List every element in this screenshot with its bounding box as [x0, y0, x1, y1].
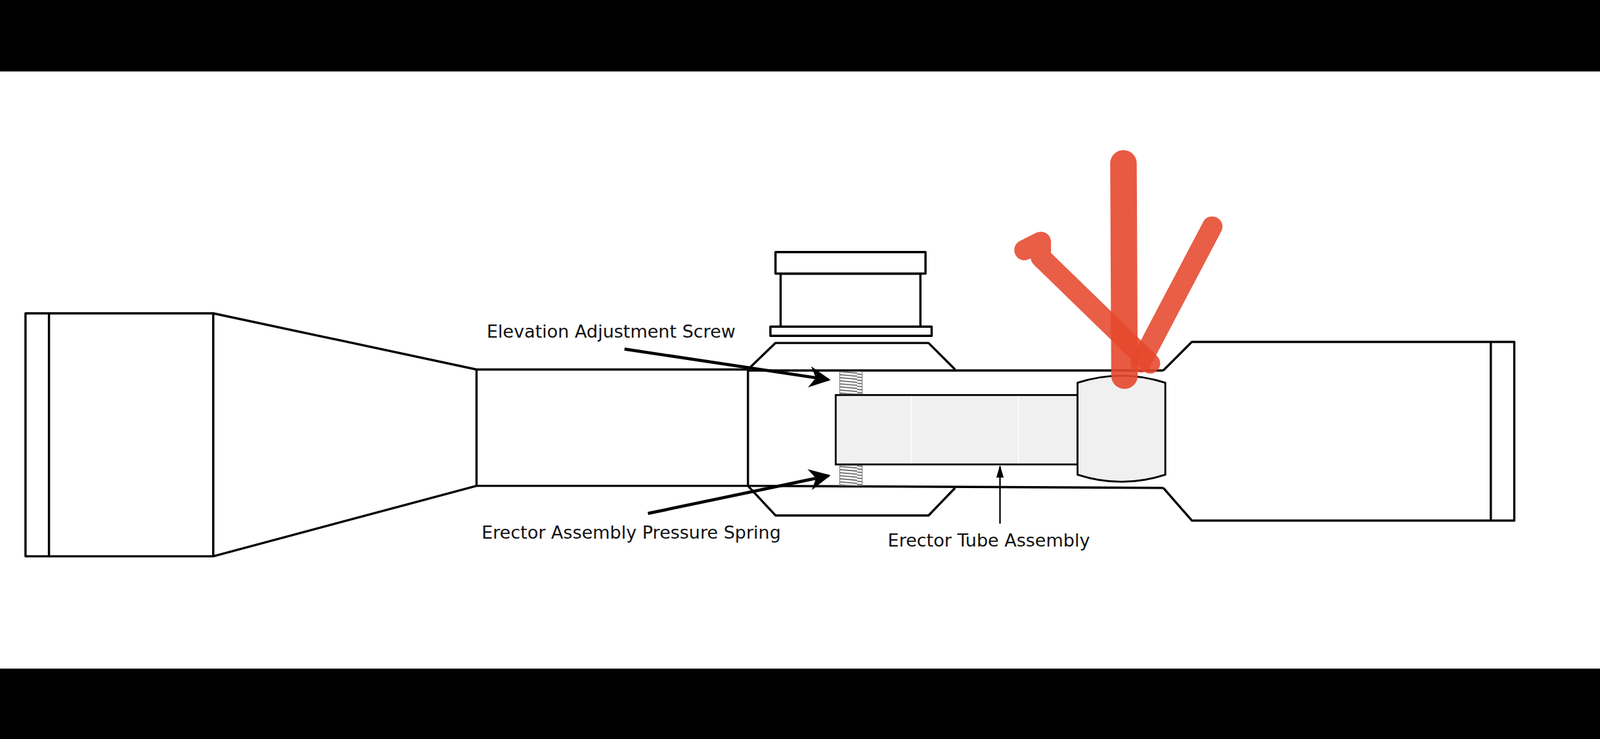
springs: [840, 371, 863, 487]
scope-outline: [25, 252, 1515, 557]
leader-lines: [624, 348, 1001, 524]
part-label: Elevation Adjustment Screw: [486, 321, 736, 343]
bottom-bar: [0, 668, 1600, 739]
part-label: Erector Tube Assembly: [888, 530, 1091, 552]
top-bar: [0, 0, 1600, 72]
red-marks: [1024, 163, 1213, 376]
erector-assembly: [835, 375, 1166, 483]
part-label: Erector Assembly Pressure Spring: [481, 522, 781, 544]
